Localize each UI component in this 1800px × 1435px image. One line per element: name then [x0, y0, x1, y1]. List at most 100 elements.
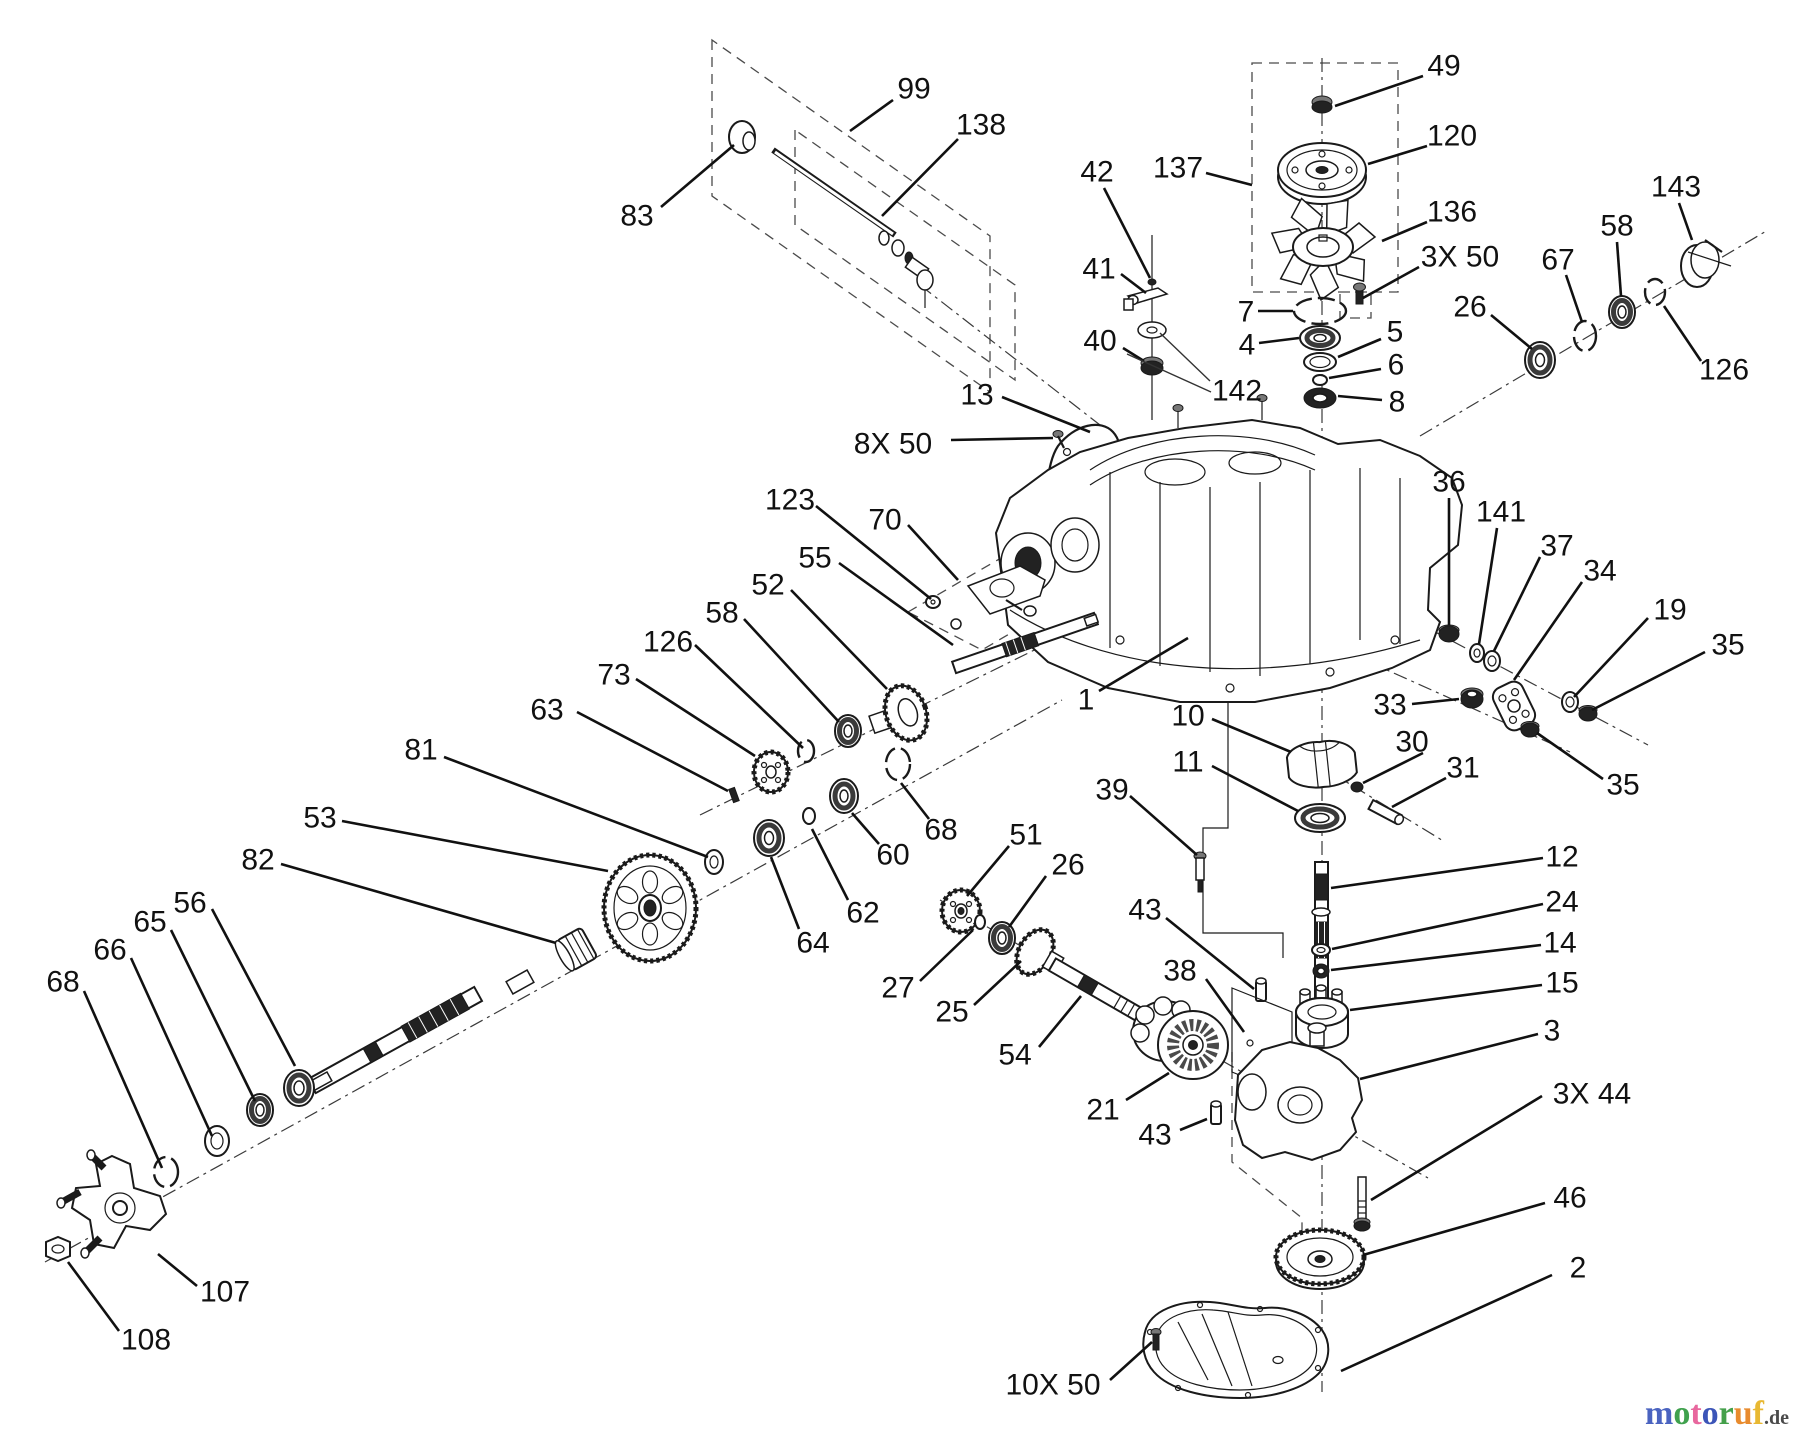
part-label-21: 21: [1086, 1071, 1170, 1127]
pin-43a-part: [1255, 977, 1267, 1002]
part-number-67: 67: [1541, 244, 1574, 277]
part-number-68a: 68: [46, 966, 79, 999]
bearing-65-part: [246, 1093, 274, 1127]
part-number-66: 66: [93, 934, 126, 967]
part-number-143: 143: [1651, 171, 1701, 204]
part-label-7: 7: [1238, 296, 1293, 329]
axle-nut-108-part: [45, 1235, 71, 1263]
part-label-36: 36: [1432, 466, 1466, 625]
part-number-58a: 58: [1600, 210, 1633, 243]
part-number-108: 108: [121, 1324, 171, 1357]
bearing-11-part: [1294, 803, 1346, 833]
part-label-37: 37: [1492, 530, 1574, 652]
bearing-60-part: [829, 778, 859, 814]
washer-141-part: [1469, 643, 1485, 663]
pulley-120-part: [1277, 142, 1367, 205]
part-label-58a: 58: [1600, 210, 1634, 297]
part-number-81: 81: [404, 734, 437, 767]
part-label-54: 54: [998, 995, 1083, 1072]
pin-63-part: [728, 786, 740, 804]
part-number-24: 24: [1545, 886, 1578, 919]
part-label-5: 5: [1337, 316, 1403, 359]
part-label-35a: 35: [1591, 629, 1745, 712]
part-number-43b: 43: [1138, 1119, 1171, 1152]
part-label-3: 3: [1359, 1015, 1560, 1081]
axle-axis: [44, 699, 1063, 1263]
part-label-62: 62: [810, 828, 880, 930]
part-label-68b: 68: [899, 782, 958, 847]
part-number-60: 60: [876, 839, 909, 872]
part-number-82: 82: [241, 844, 274, 877]
part-number-31: 31: [1446, 752, 1479, 785]
part-label-141: 141: [1476, 496, 1526, 645]
retaining-ring-126b-part: [796, 738, 816, 764]
part-number-49: 49: [1427, 50, 1460, 83]
part-number-142: 142: [1212, 375, 1262, 408]
snap-ring-68b-part: [884, 746, 912, 782]
snap-ring-68a-part: [152, 1155, 180, 1189]
valve-39-part: [1193, 851, 1207, 893]
part-label-137: 137: [1153, 152, 1253, 187]
part-number-36: 36: [1432, 466, 1465, 499]
part-label-2: 2: [1340, 1252, 1586, 1373]
splined-bushing-82-part: [554, 927, 598, 972]
part-label-126b: 126: [643, 626, 804, 749]
washer-24-part: [1311, 943, 1331, 957]
part-label-108: 108: [66, 1261, 171, 1357]
oil-pan-2-part: [1142, 1300, 1330, 1400]
part-label-8x50: 8X 50: [854, 428, 1054, 461]
gear-73-part: [751, 749, 791, 795]
part-number-34: 34: [1583, 555, 1616, 588]
bearing-4-part: [1299, 325, 1341, 351]
part-number-73: 73: [597, 659, 630, 692]
part-label-12: 12: [1330, 841, 1579, 890]
part-label-63: 63: [530, 694, 729, 793]
part-label-41: 41: [1082, 253, 1147, 295]
part-label-107: 107: [157, 1252, 250, 1309]
part-label-46: 46: [1362, 1182, 1587, 1257]
part-number-8: 8: [1389, 386, 1406, 419]
watermark-logo: motoruf.de: [1645, 1395, 1789, 1432]
part-label-49: 49: [1334, 50, 1461, 108]
part-label-10x50: 10X 50: [1005, 1341, 1153, 1402]
part-label-142: 142: [1126, 332, 1262, 408]
part-number-126a: 126: [1699, 354, 1749, 387]
part-number-99: 99: [897, 73, 930, 106]
part-label-27: 27: [881, 929, 974, 1005]
cylinder-block-21-part: [1130, 996, 1229, 1080]
pin-31-part: [1367, 798, 1405, 826]
part-number-120: 120: [1427, 120, 1477, 153]
part-number-8x50: 8X 50: [854, 428, 932, 461]
motor-shaft-54-part: [1047, 957, 1153, 1027]
part-label-14: 14: [1330, 927, 1577, 972]
part-number-137: 137: [1153, 152, 1203, 185]
snap-ring-67-part: [1572, 319, 1598, 353]
part-number-38: 38: [1163, 955, 1196, 988]
part-number-10: 10: [1171, 700, 1204, 733]
washer-37-part: [1483, 650, 1501, 672]
part-number-83: 83: [620, 200, 653, 233]
part-label-68a: 68: [46, 966, 164, 1169]
part-number-21: 21: [1086, 1094, 1119, 1127]
pump-body-3-part: [1233, 1022, 1364, 1162]
nut-35b-part: [1520, 722, 1540, 738]
part-number-39: 39: [1095, 774, 1128, 807]
bevel-gear-52-part: [868, 683, 930, 743]
part-number-26a: 26: [1453, 291, 1486, 324]
part-label-83: 83: [620, 144, 735, 233]
part-label-38: 38: [1163, 955, 1246, 1033]
bearing-26b-part: [988, 921, 1016, 955]
part-number-41: 41: [1082, 253, 1115, 286]
part-number-54: 54: [998, 1039, 1031, 1072]
part-number-35b: 35: [1606, 769, 1639, 802]
part-number-11: 11: [1172, 746, 1203, 779]
part-number-68b: 68: [924, 814, 957, 847]
part-label-123: 123: [765, 484, 932, 601]
breather-axis: [919, 284, 1101, 426]
bypass-rod-142-part: [1123, 235, 1169, 420]
washer-81-part: [704, 849, 724, 875]
bearing-58b-part: [834, 714, 862, 748]
part-label-11: 11: [1172, 746, 1299, 813]
